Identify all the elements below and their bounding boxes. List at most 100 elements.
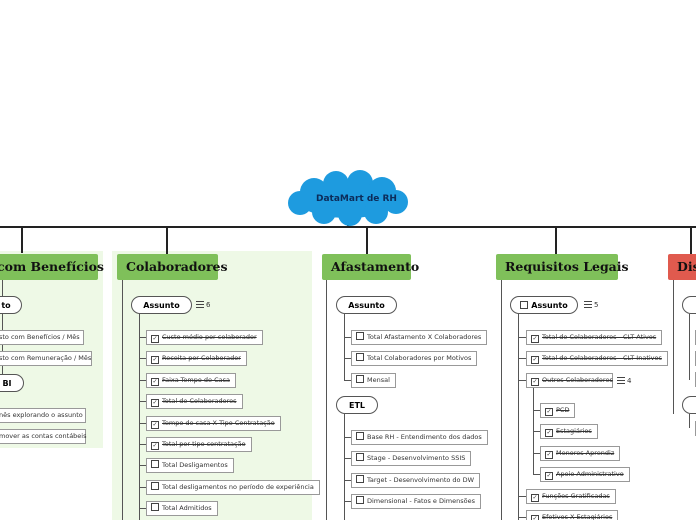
list-icon (617, 377, 625, 384)
requisitos-item[interactable]: ✓Total de Colaboradores - CLT Ativos (526, 330, 663, 345)
checkbox-checked-icon[interactable]: ✓ (531, 356, 539, 365)
beneficios-item-1[interactable]: sto com Benefícios / Mês (0, 330, 84, 345)
checkbox-icon[interactable] (356, 432, 364, 440)
checkbox-checked-icon[interactable]: ✓ (151, 420, 159, 429)
checkbox-checked-icon[interactable]: ✓ (151, 399, 159, 408)
requisitos-outros-label: Outros Colaboradores (542, 376, 613, 384)
colaboradores-assunto-node[interactable]: Assunto (131, 296, 192, 314)
dis-node-2[interactable] (682, 396, 696, 414)
topic-beneficios[interactable]: com Benefícios (0, 254, 104, 280)
list-icon (196, 301, 204, 308)
colaboradores-items-branch (139, 314, 140, 520)
topic-requisitos-legais[interactable]: Requisitos Legais (496, 254, 629, 280)
afastamento-assunto-item-label: Total Colaboradores por Motivos (367, 354, 472, 363)
checkbox-checked-icon[interactable]: ✓ (151, 335, 159, 343)
checkbox-icon[interactable] (356, 474, 364, 483)
colaboradores-item[interactable]: ✓Receita por Colaborador (146, 351, 247, 367)
checkbox-icon[interactable] (151, 481, 159, 490)
checkbox-checked-icon[interactable]: ✓ (545, 408, 553, 416)
requisitos-outros-connector (518, 380, 526, 381)
beneficios-assunto-node[interactable]: to (0, 296, 22, 314)
checkbox-icon[interactable] (520, 301, 529, 309)
cloud-shape (288, 170, 408, 226)
colaboradores-item[interactable]: Total Admitidos (146, 501, 218, 517)
checkbox-checked-icon[interactable]: ✓ (545, 450, 553, 459)
requisitos-outros-item[interactable]: ✓Menores Aprendiz (540, 445, 621, 461)
list-icon (584, 301, 592, 308)
beneficios-pbi-node[interactable]: BI (0, 374, 24, 392)
colaboradores-item[interactable]: ✓Custo médio por colaborador (146, 330, 263, 345)
topic-afastamento[interactable]: Afastamento (322, 254, 419, 280)
afastamento-assunto-branch (344, 314, 345, 381)
requisitos-more-connector (518, 496, 526, 497)
checkbox-checked-icon[interactable]: ✓ (545, 472, 553, 481)
afastamento-assunto-connector (344, 337, 351, 338)
dis-node-1[interactable] (682, 296, 696, 314)
afastamento-assunto-item[interactable]: Total Afastamento X Colaboradores (351, 330, 488, 345)
requisitos-outros-item[interactable]: ✓Apoio Administrativo (540, 467, 630, 483)
colaboradores-item-label: Custo médio por colaborador (162, 333, 257, 341)
colaboradores-item[interactable]: ✓Faixa-Tempo de Casa (146, 372, 236, 388)
requisitos-outros-connector (533, 452, 540, 454)
colaboradores-item[interactable]: Total Desligamentos (146, 458, 234, 474)
checkbox-checked-icon[interactable]: ✓ (531, 335, 539, 343)
requisitos-more-item[interactable]: ✓Efetivos X Estagiários (526, 510, 619, 520)
afastamento-etl-item-label: Stage - Desenvolvimento SSIS (367, 454, 466, 463)
afastamento-etl-node[interactable]: ETL (336, 396, 378, 414)
colaboradores-item[interactable]: ✓Total de Colaboradores (146, 394, 243, 410)
colaboradores-item[interactable]: ✓Total por tipo contratação (146, 437, 252, 452)
checkbox-icon[interactable] (356, 496, 364, 505)
requisitos-stem (555, 228, 557, 254)
afastamento-assunto-connector (344, 358, 351, 360)
requisitos-assunto-node[interactable]: Assunto (510, 296, 578, 314)
afastamento-etl-item[interactable]: Target - Desenvolvimento do DW (351, 472, 481, 488)
checkbox-icon[interactable] (356, 374, 364, 383)
afastamento-assunto-item[interactable]: Total Colaboradores por Motivos (351, 351, 478, 367)
requisitos-item-label: Total de Colaboradores - CLT Inativos (542, 354, 662, 363)
checkbox-icon[interactable] (356, 332, 364, 340)
afastamento-assunto-item-label: Mensal (367, 375, 390, 384)
requisitos-outros-item[interactable]: ✓Estagiários (540, 424, 598, 440)
beneficios-item-2[interactable]: sto com Remuneração / Mês (0, 351, 92, 366)
afastamento-etl-item[interactable]: Stage - Desenvolvimento SSIS (351, 451, 472, 467)
afastamento-assunto-node[interactable]: Assunto (336, 296, 397, 314)
colaboradores-item-label: Faixa-Tempo de Casa (162, 375, 230, 384)
colaboradores-connector (139, 379, 146, 381)
requisitos-outros-node[interactable]: ✓Outros Colaboradores (526, 373, 613, 388)
checkbox-checked-icon[interactable]: ✓ (531, 515, 539, 520)
checkbox-checked-icon[interactable]: ✓ (151, 442, 159, 450)
checkbox-icon[interactable] (356, 353, 364, 362)
checkbox-icon[interactable] (151, 503, 159, 512)
requisitos-item[interactable]: ✓Total de Colaboradores - CLT Inativos (526, 351, 668, 367)
dis-node-1-branch (689, 314, 690, 380)
requisitos-more-item[interactable]: ✓Funções Gratificadas (526, 489, 616, 504)
central-topic-label: DataMart de RH (316, 194, 397, 204)
afastamento-assunto-item[interactable]: Mensal (351, 372, 396, 388)
colaboradores-connector (139, 486, 146, 488)
dis-stem (690, 228, 692, 254)
afastamento-etl-item[interactable]: Dimensional - Fatos e Dimensões (351, 494, 481, 510)
requisitos-outros-item[interactable]: ✓PCD (540, 403, 576, 418)
checkbox-checked-icon[interactable]: ✓ (151, 377, 159, 386)
central-topic[interactable]: DataMart de RH (284, 170, 412, 226)
afastamento-assunto-connector (344, 379, 351, 381)
topic-colaboradores[interactable]: Colaboradores (117, 254, 228, 280)
topic-dis[interactable]: Dis (668, 254, 696, 280)
afastamento-etl-item[interactable]: Base RH - Entendimento dos dados (351, 430, 488, 445)
colaboradores-item[interactable]: ✓Tempo de casa X Tipo Contratação (146, 415, 281, 431)
checkbox-checked-icon[interactable]: ✓ (531, 378, 539, 386)
requisitos-outros-count: 4 (617, 376, 631, 386)
colaboradores-item-label: Total desligamentos no período de experi… (162, 482, 314, 491)
beneficios-pbi-item-2[interactable]: mover as contas contábeis (0, 429, 87, 444)
checkbox-icon[interactable] (356, 453, 364, 462)
colaboradores-item[interactable]: Total desligamentos no período de experi… (146, 479, 320, 495)
beneficios-item-2-label: sto com Remuneração / Mês (0, 354, 92, 362)
checkbox-checked-icon[interactable]: ✓ (531, 494, 539, 502)
checkbox-checked-icon[interactable]: ✓ (151, 356, 159, 365)
checkbox-icon[interactable] (151, 460, 159, 469)
beneficios-item-1-label: sto com Benefícios / Mês (0, 333, 80, 341)
checkbox-checked-icon[interactable]: ✓ (545, 429, 553, 438)
beneficios-pbi-item-1[interactable]: nês explorando o assunto (0, 408, 86, 423)
colaboradores-branch (122, 280, 123, 520)
